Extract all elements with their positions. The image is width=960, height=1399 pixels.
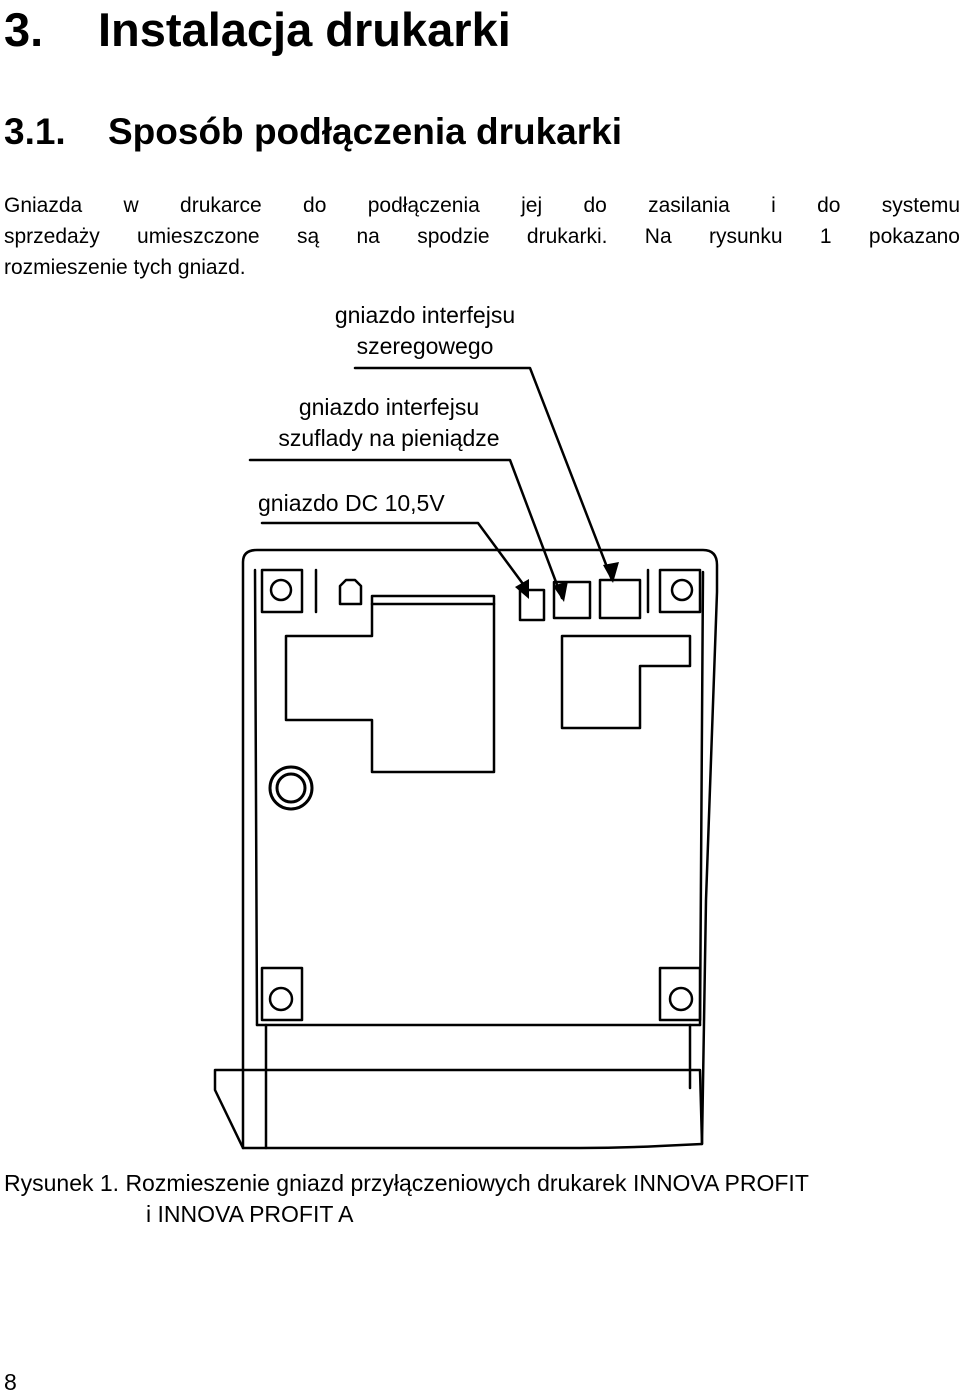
paragraph-line-3: rozmieszenie tych gniazd. bbox=[4, 256, 246, 279]
subsection-number: 3.1. bbox=[4, 111, 66, 152]
housing-outline bbox=[241, 548, 719, 1150]
drawer-label-line-2: szuflady na pieniądze bbox=[278, 425, 500, 451]
subsection-heading: 3.1. Sposób podłączenia drukarki bbox=[4, 110, 622, 154]
screw-bottom-left bbox=[268, 986, 294, 1012]
subsection-title: Sposób podłączenia drukarki bbox=[108, 111, 623, 152]
screw-bottom-right bbox=[668, 986, 694, 1012]
paragraph-line-1: Gniazda w drukarce do podłączenia jej do… bbox=[4, 194, 960, 217]
leader-dc bbox=[260, 521, 528, 590]
screw-bottom-right-frame bbox=[658, 966, 702, 1022]
housing-left-wall bbox=[253, 568, 259, 1027]
section-number: 3. bbox=[4, 3, 44, 56]
serial-label: gniazdo interfejsu szeregowego bbox=[300, 300, 550, 362]
compartment-left bbox=[284, 594, 496, 774]
paragraph-line-2: sprzedaży umieszczone są na spodzie druk… bbox=[4, 225, 960, 248]
front-tray bbox=[213, 1068, 704, 1150]
connector-panel bbox=[314, 568, 650, 622]
printer-housing bbox=[213, 548, 719, 1150]
dc-label: gniazdo DC 10,5V bbox=[258, 490, 445, 516]
serial-socket bbox=[598, 578, 642, 620]
round-foot-outer bbox=[268, 765, 314, 811]
serial-label-line-2: szeregowego bbox=[356, 333, 494, 359]
intro-paragraph: Gniazda w drukarce do podłączenia jej do… bbox=[4, 190, 960, 283]
screw-top-left bbox=[269, 578, 293, 602]
caption-line-1: Rysunek 1. Rozmieszenie gniazd przyłącze… bbox=[4, 1170, 809, 1196]
leader-lines bbox=[248, 366, 614, 600]
compartment-right bbox=[560, 634, 692, 730]
drawer-label: gniazdo interfejsu szuflady na pieniądze bbox=[244, 392, 534, 454]
housing-right-wall bbox=[698, 570, 705, 1027]
screw-top-left-frame bbox=[260, 568, 304, 614]
dc-socket bbox=[518, 588, 546, 622]
screw-top-right-frame bbox=[658, 568, 702, 614]
figure-caption: Rysunek 1. Rozmieszenie gniazd przyłącze… bbox=[4, 1168, 809, 1230]
leader-serial bbox=[353, 366, 614, 582]
caption-line-2: i INNOVA PROFIT A bbox=[146, 1201, 354, 1227]
round-foot-inner bbox=[275, 772, 307, 804]
leader-drawer bbox=[248, 458, 564, 600]
drawer-label-line-1: gniazdo interfejsu bbox=[298, 394, 480, 420]
rj-connector-small bbox=[338, 578, 363, 606]
internal-features bbox=[268, 594, 692, 811]
serial-label-line-1: gniazdo interfejsu bbox=[334, 302, 516, 328]
page-number: 8 bbox=[4, 1369, 17, 1395]
section-title: Instalacja drukarki bbox=[98, 3, 511, 56]
screw-top-right bbox=[670, 578, 694, 602]
arrow-drawer bbox=[553, 581, 568, 602]
arrow-serial bbox=[603, 562, 619, 583]
drawer-socket bbox=[552, 580, 592, 620]
mounting-screws bbox=[260, 568, 702, 1022]
section-heading: 3. Instalacja drukarki bbox=[4, 2, 511, 58]
screw-bottom-left-frame bbox=[260, 966, 304, 1022]
